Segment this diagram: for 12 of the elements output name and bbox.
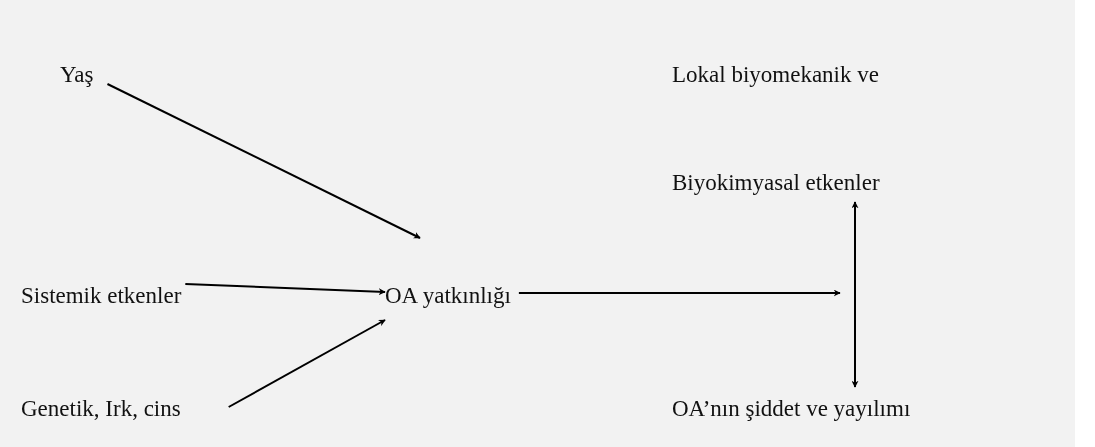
arrow [517, 289, 841, 297]
arrow [851, 201, 859, 388]
arrow [106, 83, 421, 239]
node-label: Lokal biyomekanik ve [672, 61, 880, 89]
arrow [184, 283, 386, 296]
node-label: Biyokimyasal etkenler [672, 169, 880, 197]
node-label: OA yatkınlığı [385, 282, 511, 310]
node-label: Genetik, Irk, cins [21, 395, 181, 423]
node-label: Sistemik etkenler [21, 282, 182, 310]
node-label: OA’nın şiddet ve yayılımı [672, 395, 911, 423]
arrow [227, 319, 386, 408]
node-label: Yaş [60, 61, 94, 89]
